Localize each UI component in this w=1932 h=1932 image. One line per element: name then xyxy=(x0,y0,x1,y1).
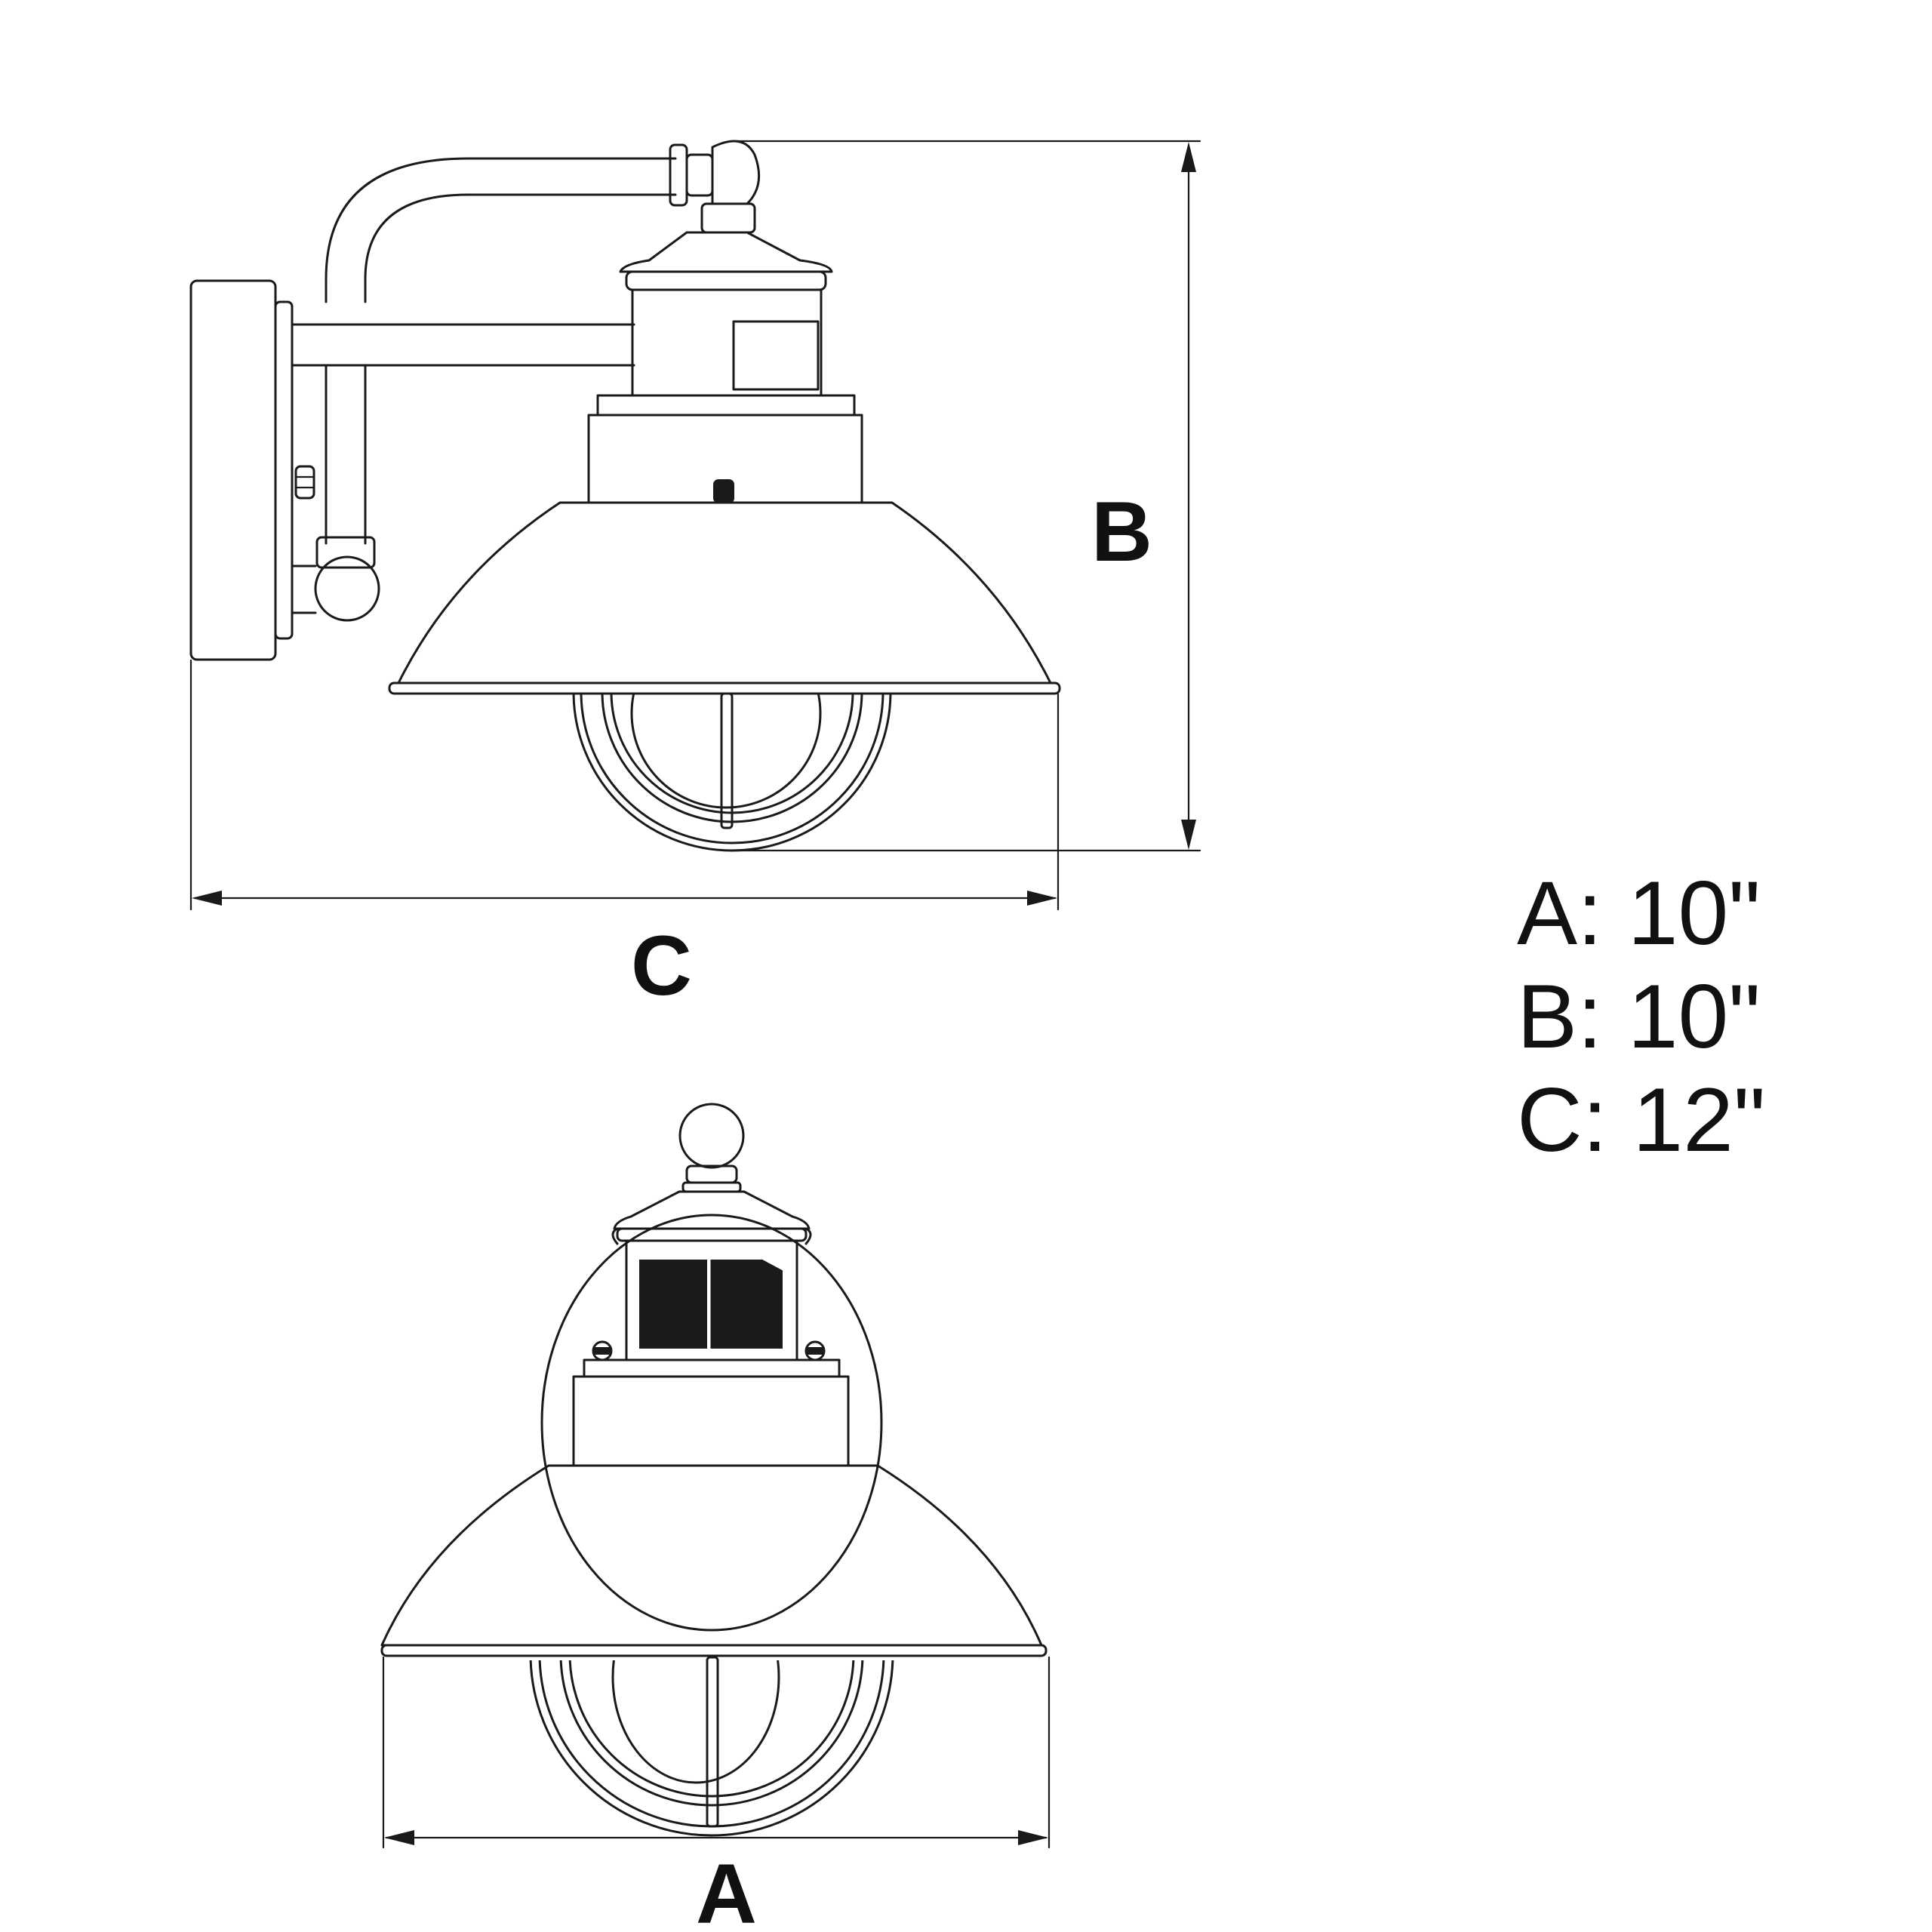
dimension-label-b: B xyxy=(1091,485,1152,579)
side-view-fixture xyxy=(189,140,1061,852)
spec-line-a: A: 10" xyxy=(1517,863,1761,964)
front-view-fixture xyxy=(380,1103,1048,1837)
spec-line-c: C: 12" xyxy=(1517,1069,1766,1171)
dimension-lines-side xyxy=(189,140,1201,911)
spec-line-b: B: 10" xyxy=(1517,966,1761,1067)
dimension-label-a: A xyxy=(696,1847,757,1932)
dimension-lines-front xyxy=(382,1656,1051,1849)
dimension-label-c: C xyxy=(631,918,692,1013)
